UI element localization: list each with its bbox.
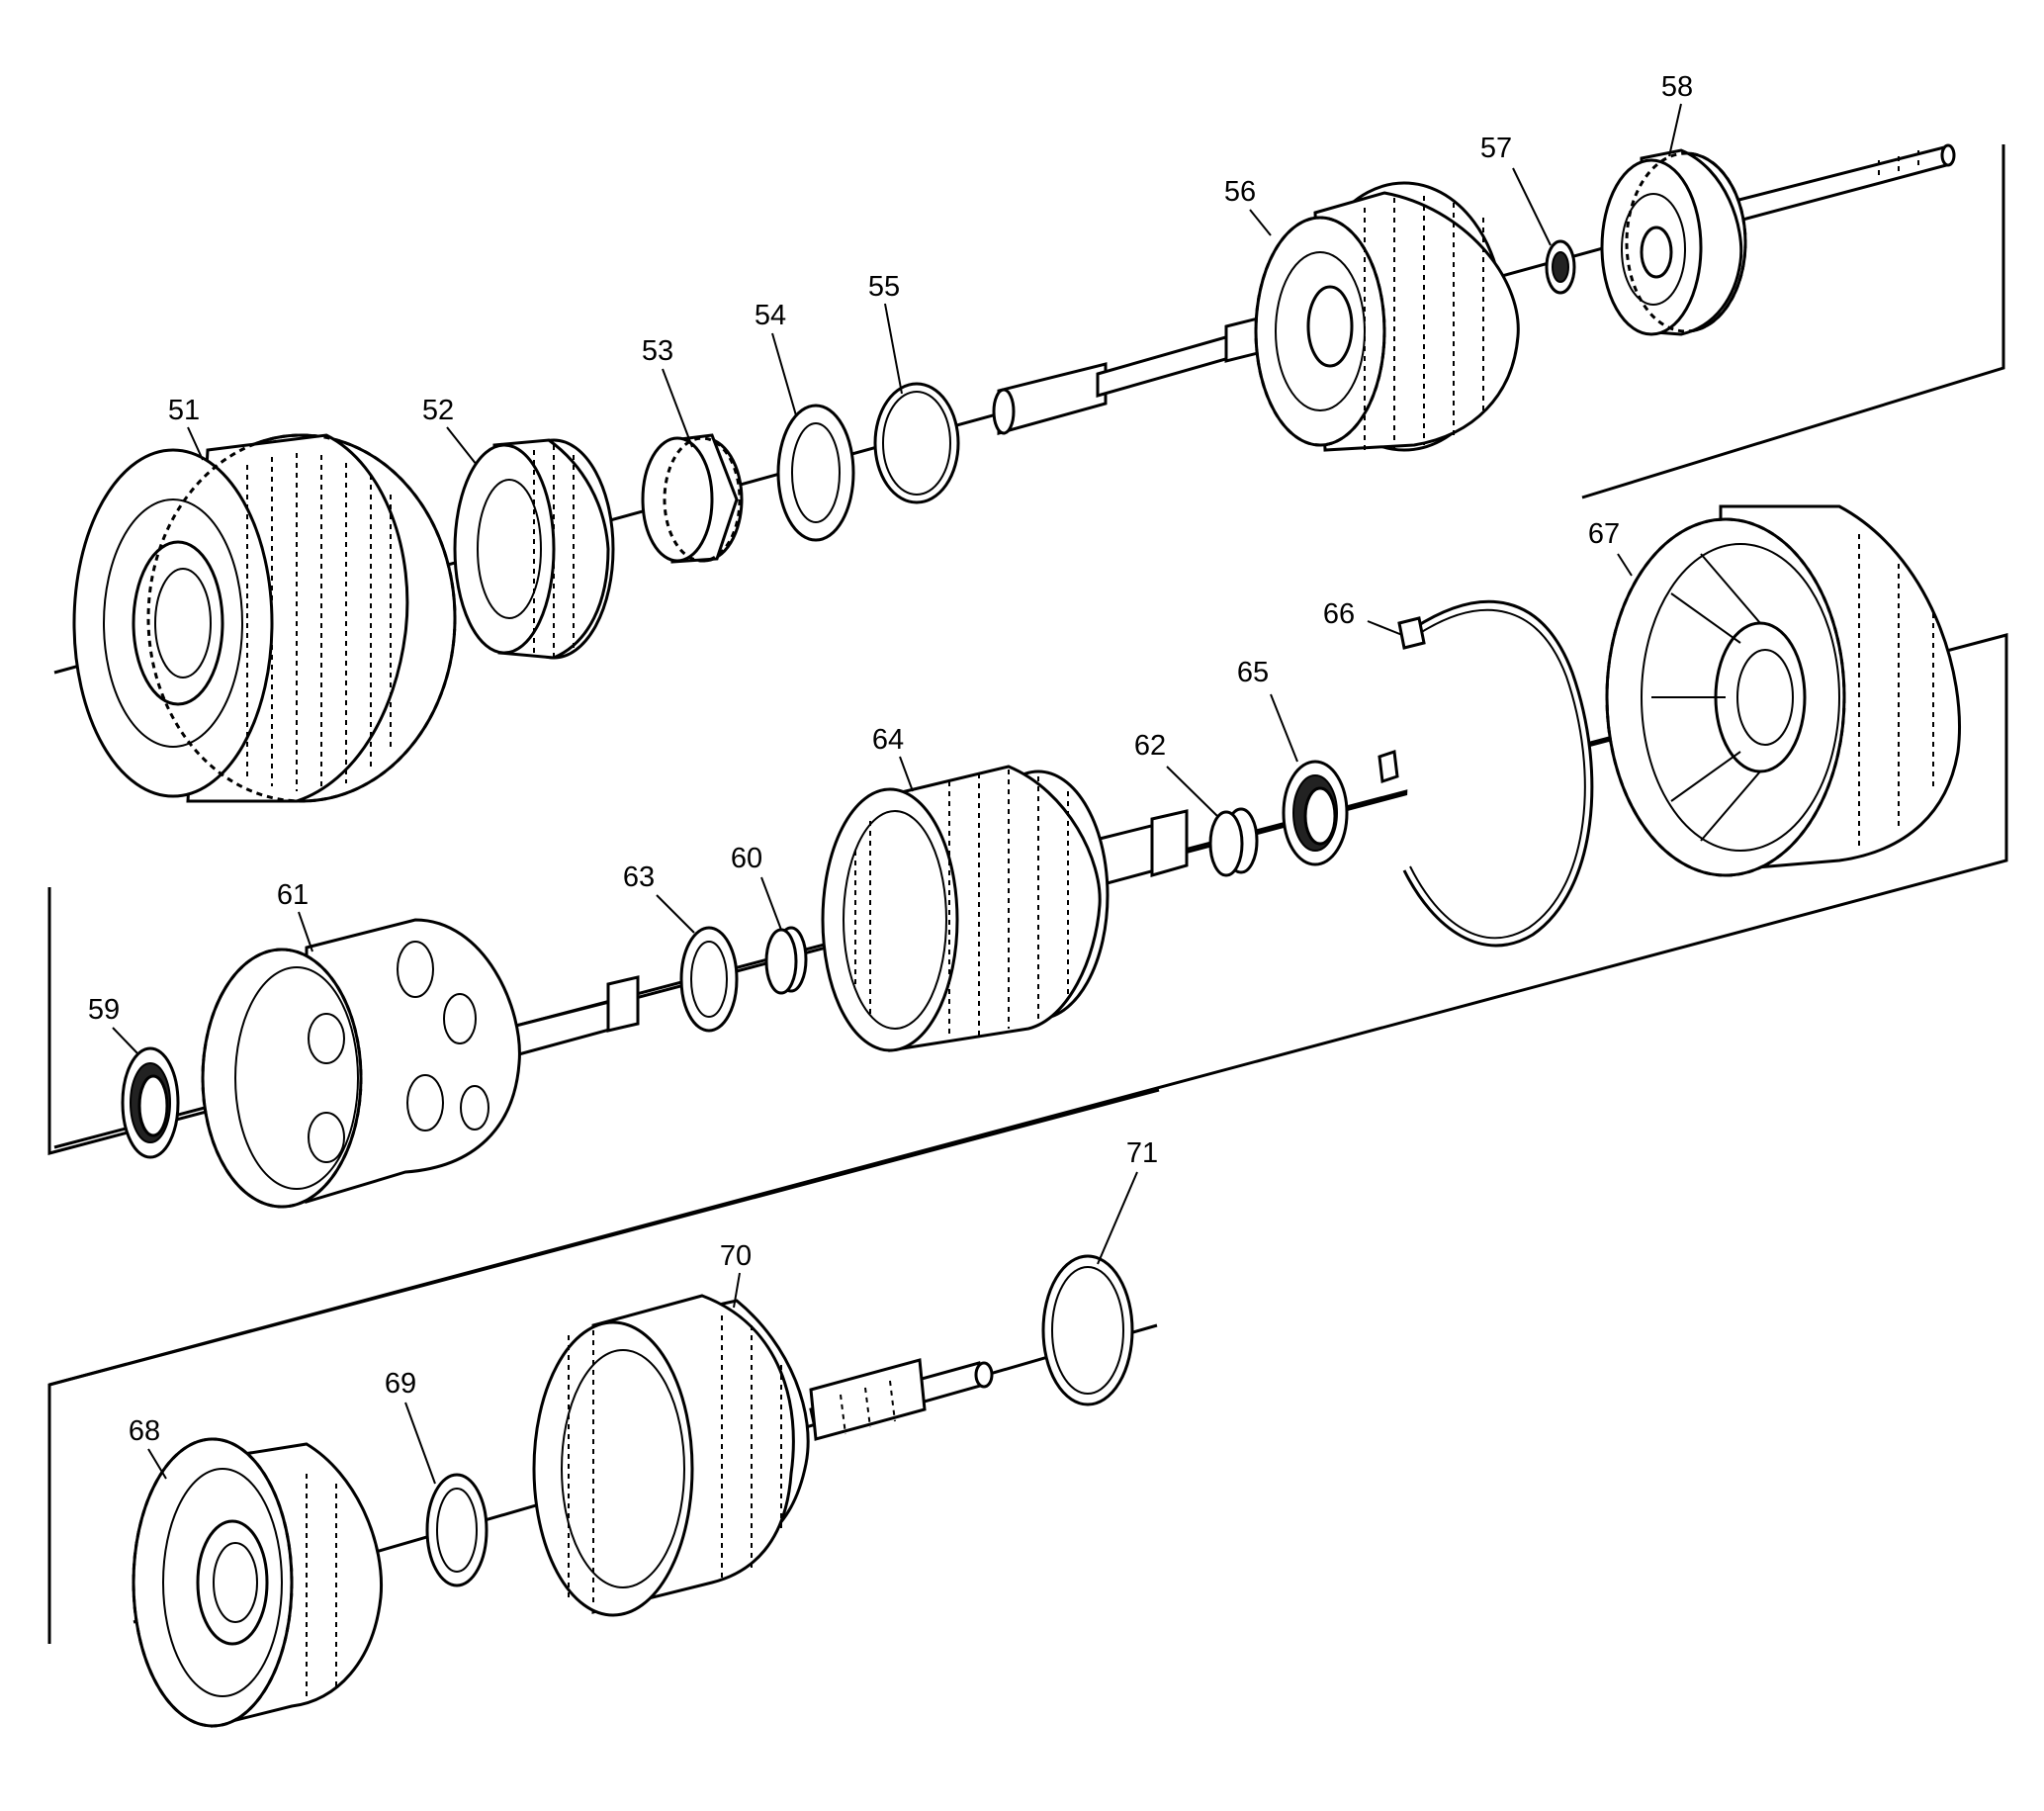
callout-68: 68: [129, 1415, 160, 1447]
callout-70: 70: [720, 1240, 752, 1272]
leader-65: [1270, 693, 1298, 763]
part-53-ring-gear: [641, 433, 744, 564]
leader-71: [1097, 1171, 1138, 1265]
leader-60: [760, 876, 782, 931]
callout-51: 51: [168, 395, 200, 426]
part-51-clutch-housing: [72, 433, 457, 803]
part-59-thrust-bearing: [121, 1046, 180, 1159]
leader-59: [112, 1027, 139, 1055]
panel-1-frame: [1581, 144, 2005, 499]
callout-64: 64: [872, 724, 904, 756]
part-67-clutch-housing: [1605, 504, 1961, 877]
leader-64: [899, 756, 914, 792]
part-63-thrust-washer: [679, 926, 739, 1033]
leader-63: [656, 894, 695, 934]
part-70-output-shaft-drum: [532, 1294, 994, 1617]
part-54-thrust-washer: [776, 404, 855, 542]
panel-frames: [47, 144, 2008, 1644]
leader-55: [884, 303, 903, 395]
callout-55: 55: [868, 271, 900, 303]
callout-53: 53: [642, 335, 673, 367]
callout-labels: 51 52 53 54 55 56 57 58 59 60 61 62 63 6…: [88, 71, 1693, 1447]
part-55-snap-ring: [873, 382, 960, 504]
leader-56: [1249, 209, 1272, 236]
leader-70: [733, 1272, 741, 1309]
leader-62: [1166, 766, 1219, 818]
callout-66: 66: [1323, 598, 1355, 630]
callout-67: 67: [1588, 518, 1620, 550]
callout-57: 57: [1480, 133, 1512, 164]
callout-60: 60: [731, 843, 762, 874]
leader-67: [1617, 553, 1633, 577]
leader-69: [404, 1402, 436, 1485]
part-68-planetary-carrier: [132, 1437, 384, 1728]
part-58-sun-gear-shaft: [1600, 143, 1956, 336]
part-61-output-carrier: [201, 918, 640, 1209]
part-56-input-shaft-drum: [992, 181, 1520, 452]
callout-52: 52: [422, 395, 454, 426]
part-69-thrust-washer: [425, 1473, 489, 1587]
part-71-seal-ring: [1041, 1254, 1134, 1406]
part-65-seal: [1282, 760, 1349, 866]
callout-61: 61: [277, 879, 309, 911]
part-57-thrust-bearing: [1545, 239, 1576, 295]
callout-63: 63: [623, 861, 655, 893]
part-66-snap-ring: [1377, 599, 1594, 948]
callout-56: 56: [1224, 176, 1256, 208]
callout-62: 62: [1134, 730, 1166, 762]
leader-68: [147, 1448, 167, 1480]
leader-54: [771, 332, 797, 416]
leader-53: [662, 368, 693, 448]
leader-51: [187, 426, 204, 461]
callout-58: 58: [1661, 71, 1693, 103]
callout-65: 65: [1237, 657, 1269, 688]
callout-59: 59: [88, 994, 120, 1026]
leader-58: [1668, 103, 1682, 157]
part-62-bushing: [1208, 807, 1259, 877]
leader-61: [298, 911, 313, 952]
part-52-planetary-carrier: [453, 438, 615, 660]
callout-71: 71: [1126, 1137, 1158, 1169]
callout-54: 54: [755, 300, 786, 331]
leader-57: [1512, 167, 1552, 246]
panel-2-frame: [47, 633, 2008, 1644]
callout-69: 69: [385, 1368, 416, 1400]
leader-lines: [112, 103, 1682, 1485]
leader-52: [446, 426, 478, 466]
part-64-clutch-drum: [821, 765, 1189, 1052]
panel-3-top-edge: [48, 1088, 1160, 1387]
part-60-bushing: [764, 926, 808, 995]
leader-66: [1367, 620, 1403, 636]
